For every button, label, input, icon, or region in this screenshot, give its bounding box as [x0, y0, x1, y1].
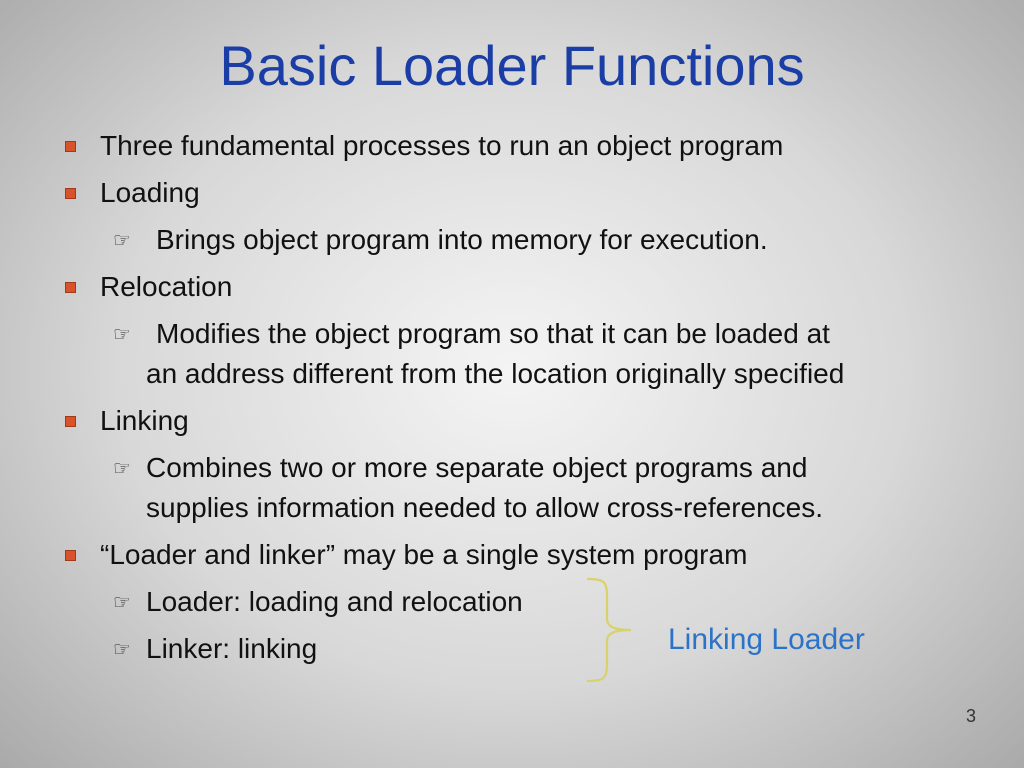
sub-bullet-item: ☞ Brings object program into memory for …: [0, 223, 1024, 257]
sub-bullet-item: ☞ Linker: linking: [0, 632, 1024, 666]
sub-bullet-item: ☞ Combines two or more separate object p…: [0, 451, 1024, 485]
square-bullet-icon: [65, 188, 76, 199]
pointing-hand-icon: ☞: [113, 322, 131, 346]
bullet-text: Three fundamental processes to run an ob…: [100, 130, 784, 161]
sub-bullet-continuation: an address different from the location o…: [0, 357, 1024, 391]
sub-bullet-text: supplies information needed to allow cro…: [146, 492, 824, 523]
pointing-hand-icon: ☞: [113, 637, 131, 661]
linking-loader-label: Linking Loader: [668, 623, 865, 656]
sub-bullet-text: Linker: linking: [146, 633, 318, 664]
bullet-item: Linking: [0, 404, 1024, 438]
square-bullet-icon: [65, 282, 76, 293]
bullet-text: Loading: [100, 177, 200, 208]
sub-bullet-text: Loader: loading and relocation: [146, 586, 523, 617]
bullet-text: “Loader and linker” may be a single syst…: [100, 539, 748, 570]
pointing-hand-icon: ☞: [113, 228, 131, 252]
curly-brace-icon: [586, 577, 632, 683]
bullet-text: Linking: [100, 405, 189, 436]
bullet-item: “Loader and linker” may be a single syst…: [0, 538, 1024, 572]
sub-bullet-text: an address different from the location o…: [146, 358, 845, 389]
page-number: 3: [966, 706, 977, 726]
sub-bullet-continuation: supplies information needed to allow cro…: [0, 491, 1024, 525]
pointing-hand-icon: ☞: [113, 590, 131, 614]
bullet-item: Loading: [0, 176, 1024, 210]
sub-bullet-item: ☞ Loader: loading and relocation: [0, 585, 1024, 619]
square-bullet-icon: [65, 416, 76, 427]
bullet-item: Three fundamental processes to run an ob…: [0, 129, 1024, 163]
square-bullet-icon: [65, 550, 76, 561]
sub-bullet-text: Combines two or more separate object pro…: [146, 452, 808, 483]
sub-bullet-text: Brings object program into memory for ex…: [156, 224, 768, 255]
sub-bullet-item: ☞ Modifies the object program so that it…: [0, 317, 1024, 351]
bullet-text: Relocation: [100, 271, 233, 302]
slide-title: Basic Loader Functions: [219, 34, 805, 97]
bullet-item: Relocation: [0, 270, 1024, 304]
sub-bullet-text: Modifies the object program so that it c…: [156, 318, 830, 349]
pointing-hand-icon: ☞: [113, 456, 131, 480]
square-bullet-icon: [65, 141, 76, 152]
